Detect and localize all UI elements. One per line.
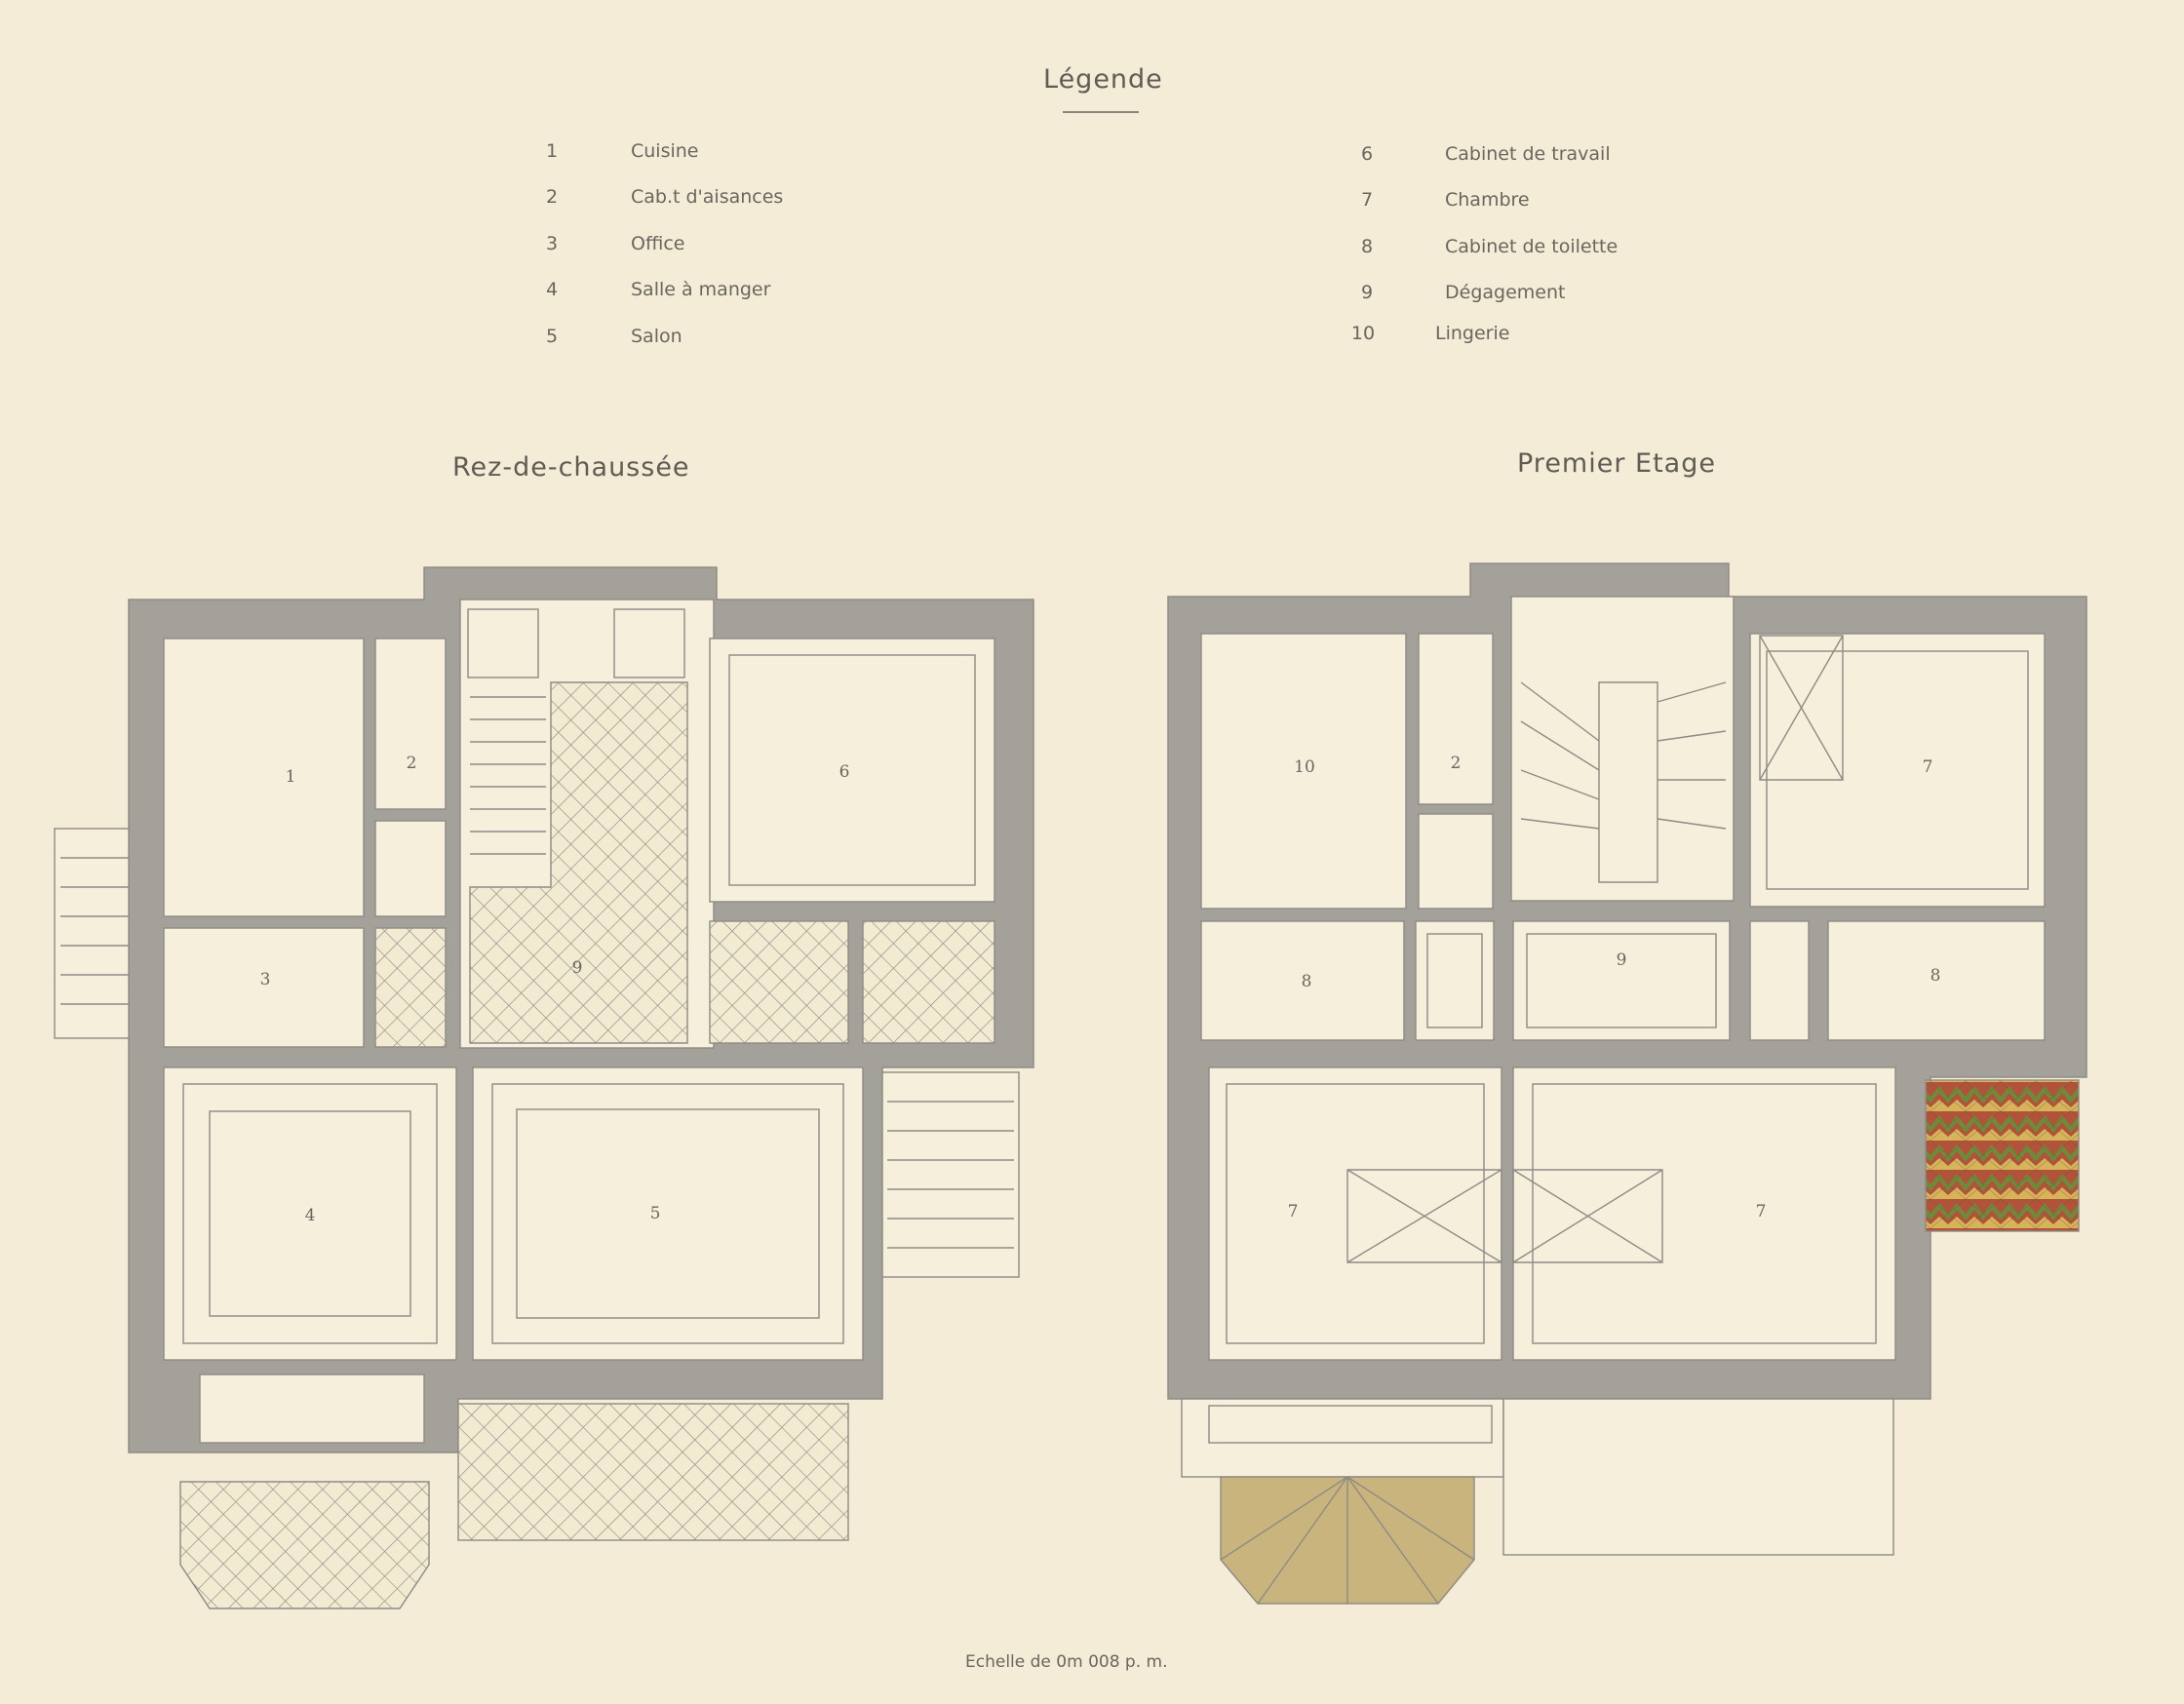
ground-entrance-steps	[199, 1374, 425, 1444]
ground-south-terrace	[457, 1403, 849, 1541]
legend-title: Légende	[1043, 64, 1163, 95]
ground-stair	[470, 696, 546, 855]
legend-underline	[1063, 111, 1139, 113]
first-room-2-lobby	[1418, 813, 1494, 910]
first-room-label-9: 9	[1617, 950, 1627, 970]
first-room-7a-bed	[1759, 635, 1844, 781]
legend-label-2: Cab.t d'aisances	[631, 186, 784, 208]
ground-niche-right	[613, 608, 685, 678]
ground-room-6	[709, 638, 995, 903]
first-room-2	[1418, 633, 1494, 805]
legend-num-9: 9	[1360, 282, 1374, 303]
legend-label-4: Salle à manger	[631, 279, 771, 300]
first-floor-plan: 10 2 7 8 9 8 7 7	[1167, 562, 2087, 1605]
ground-room-label-6: 6	[839, 762, 850, 782]
first-room-label-8a: 8	[1302, 972, 1312, 991]
first-room-7a-border	[1766, 650, 2029, 890]
ground-room-2-lobby	[374, 820, 447, 917]
ground-tiles-b	[862, 920, 995, 1044]
ground-bay-terrace	[179, 1481, 430, 1609]
ground-east-step-lines	[887, 1101, 1014, 1249]
legend-label-9: Dégagement	[1445, 282, 1566, 303]
legend-label-10: Lingerie	[1435, 323, 1510, 344]
ground-room-5	[472, 1066, 864, 1361]
ground-room-5-border2	[516, 1108, 820, 1319]
first-roof-terrace	[1502, 1398, 1894, 1556]
first-room-label-7a: 7	[1923, 757, 1933, 777]
ground-floor-title: Rez-de-chaussée	[452, 452, 690, 483]
first-room-10	[1200, 633, 1407, 910]
first-room-label-2: 2	[1451, 754, 1462, 773]
ground-room-4-border1	[182, 1083, 438, 1344]
first-linen-closet-border	[1426, 933, 1483, 1028]
ground-room-6-border	[728, 654, 976, 886]
first-spiral-stair	[1520, 681, 1727, 883]
ground-room-4-border2	[209, 1110, 411, 1317]
first-room-9-border	[1526, 933, 1717, 1028]
first-mosaic-loggia	[1925, 1079, 2080, 1232]
ground-room-1	[163, 638, 365, 917]
first-room-7b-border	[1226, 1083, 1485, 1344]
first-floor-title: Premier Etage	[1517, 448, 1716, 479]
first-balcony-rail-inner	[1208, 1405, 1493, 1444]
ground-room-label-1: 1	[286, 767, 296, 787]
first-room-label-7b: 7	[1288, 1202, 1299, 1221]
ground-east-steps	[881, 1071, 1020, 1278]
legend-label-7: Chambre	[1445, 189, 1530, 211]
first-balcony-rail	[1181, 1398, 1504, 1478]
first-room-8b	[1827, 920, 2046, 1041]
first-room-9	[1512, 920, 1731, 1041]
first-stair-hall	[1510, 596, 1735, 902]
first-room-label-8b: 8	[1930, 966, 1941, 986]
legend-num-5: 5	[545, 326, 559, 347]
legend-label-8: Cabinet de toilette	[1445, 236, 1618, 257]
ground-room-3	[163, 927, 365, 1048]
legend-label-3: Office	[631, 233, 685, 254]
legend-label-1: Cuisine	[631, 140, 699, 162]
ground-room-5-border1	[491, 1083, 844, 1344]
legend-num-8: 8	[1360, 236, 1374, 257]
ground-room-label-2: 2	[407, 754, 417, 773]
ground-floor-plan: 1 2 3 4 5 6 9	[54, 566, 1034, 1609]
legend-label-6: Cabinet de travail	[1445, 143, 1611, 165]
ground-niche-left	[467, 608, 539, 678]
first-linen-closet	[1415, 920, 1495, 1041]
first-room-label-10: 10	[1294, 757, 1315, 777]
first-room-7b-bed	[1346, 1169, 1502, 1263]
ground-west-step-lines	[60, 857, 129, 1005]
first-room-7c	[1512, 1066, 1896, 1361]
ground-room-label-3: 3	[260, 970, 271, 989]
ground-passage-tiles	[374, 927, 447, 1048]
legend-num-2: 2	[545, 186, 559, 208]
legend-num-3: 3	[545, 233, 559, 254]
legend-num-10: 10	[1350, 323, 1376, 344]
ground-room-9	[469, 681, 688, 1044]
legend-num-1: 1	[545, 140, 559, 162]
first-room-label-7c: 7	[1756, 1202, 1767, 1221]
first-bay-balcony-lines	[1220, 1476, 1475, 1605]
ground-room-4	[163, 1066, 457, 1361]
ground-room-label-4: 4	[305, 1206, 316, 1225]
legend-label-5: Salon	[631, 326, 682, 347]
first-room-7c-bed	[1512, 1169, 1663, 1263]
ground-room-2	[374, 638, 447, 810]
first-room-7b	[1208, 1066, 1502, 1361]
ground-tiles-a	[709, 920, 849, 1044]
legend-num-7: 7	[1360, 189, 1374, 211]
first-room-7a	[1749, 633, 2046, 908]
first-room-8b-lobby	[1749, 920, 1810, 1041]
first-room-7c-border	[1532, 1083, 1877, 1344]
first-room-8a	[1200, 920, 1405, 1041]
legend-num-4: 4	[545, 279, 559, 300]
ground-west-steps	[54, 828, 130, 1039]
ground-room-label-5: 5	[650, 1204, 661, 1223]
scale-caption: Echelle de 0m 008 p. m.	[965, 1652, 1168, 1672]
legend-num-6: 6	[1360, 143, 1374, 165]
ground-room-label-9: 9	[572, 958, 583, 978]
